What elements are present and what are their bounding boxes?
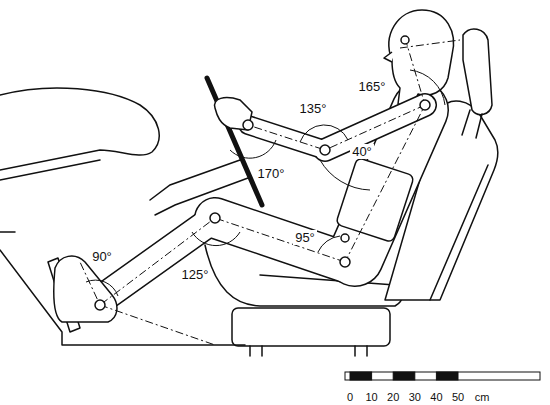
headrest-post	[476, 114, 482, 138]
angle-arc	[410, 70, 445, 105]
foot	[54, 256, 117, 322]
steering-column	[150, 160, 248, 215]
floor-edge	[0, 231, 15, 233]
scale-number: 30	[409, 392, 421, 403]
steering-wheel	[207, 78, 262, 205]
dashboard	[0, 88, 159, 170]
leg-centreline	[80, 218, 345, 305]
label-holder: 30	[409, 387, 421, 405]
seat-leg	[261, 346, 263, 356]
label-holder: 10	[365, 387, 377, 405]
angle-arc	[300, 125, 348, 142]
lumbar-pad	[336, 157, 415, 242]
angle-arc	[192, 232, 240, 246]
scale-number: 10	[365, 392, 377, 403]
scale-number: 50	[452, 392, 464, 403]
label-holder: 90°	[90, 247, 114, 265]
angle-arc	[230, 140, 276, 158]
headrest	[463, 29, 492, 115]
angle-arc	[320, 160, 370, 190]
label-holder: 170°	[256, 164, 287, 182]
scale-number: 20	[387, 392, 399, 403]
angle-label: 135°	[298, 101, 329, 116]
label-holder: cm	[475, 387, 490, 405]
label-holder: 40°	[350, 142, 374, 160]
label-holder: 50	[452, 387, 464, 405]
angle-label: 170°	[256, 166, 287, 181]
foot-centreline	[100, 305, 215, 345]
torso-centreline	[345, 38, 425, 262]
head	[389, 10, 454, 108]
label-holder: 40	[430, 387, 442, 405]
label-holder: 95°	[293, 228, 317, 246]
scale-unit: cm	[475, 392, 490, 403]
scale-number: 0	[347, 392, 353, 403]
label-holder: 135°	[298, 99, 329, 117]
scale-bar	[345, 372, 540, 380]
angle-label: 125°	[180, 267, 211, 282]
scale-number: 40	[430, 392, 442, 403]
dashboard-edge	[0, 160, 100, 180]
label-holder: 0	[347, 387, 353, 405]
hand	[215, 98, 252, 130]
seat-leg	[249, 346, 251, 356]
label-holder: 125°	[180, 265, 211, 283]
seat-leg	[366, 346, 368, 356]
label-holder: 20	[387, 387, 399, 405]
angle-label: 40°	[350, 144, 374, 159]
headrest-post	[462, 110, 470, 135]
backrest-seam	[430, 165, 488, 300]
angle-arc	[86, 280, 118, 296]
seat-base	[232, 308, 390, 346]
nose	[384, 52, 392, 62]
label-holder: 165°	[357, 77, 388, 95]
seat-leg	[354, 346, 356, 356]
angle-label: 165°	[357, 79, 388, 94]
angle-label: 95°	[293, 230, 317, 245]
angle-arc	[318, 236, 340, 252]
angle-label: 90°	[90, 249, 114, 264]
